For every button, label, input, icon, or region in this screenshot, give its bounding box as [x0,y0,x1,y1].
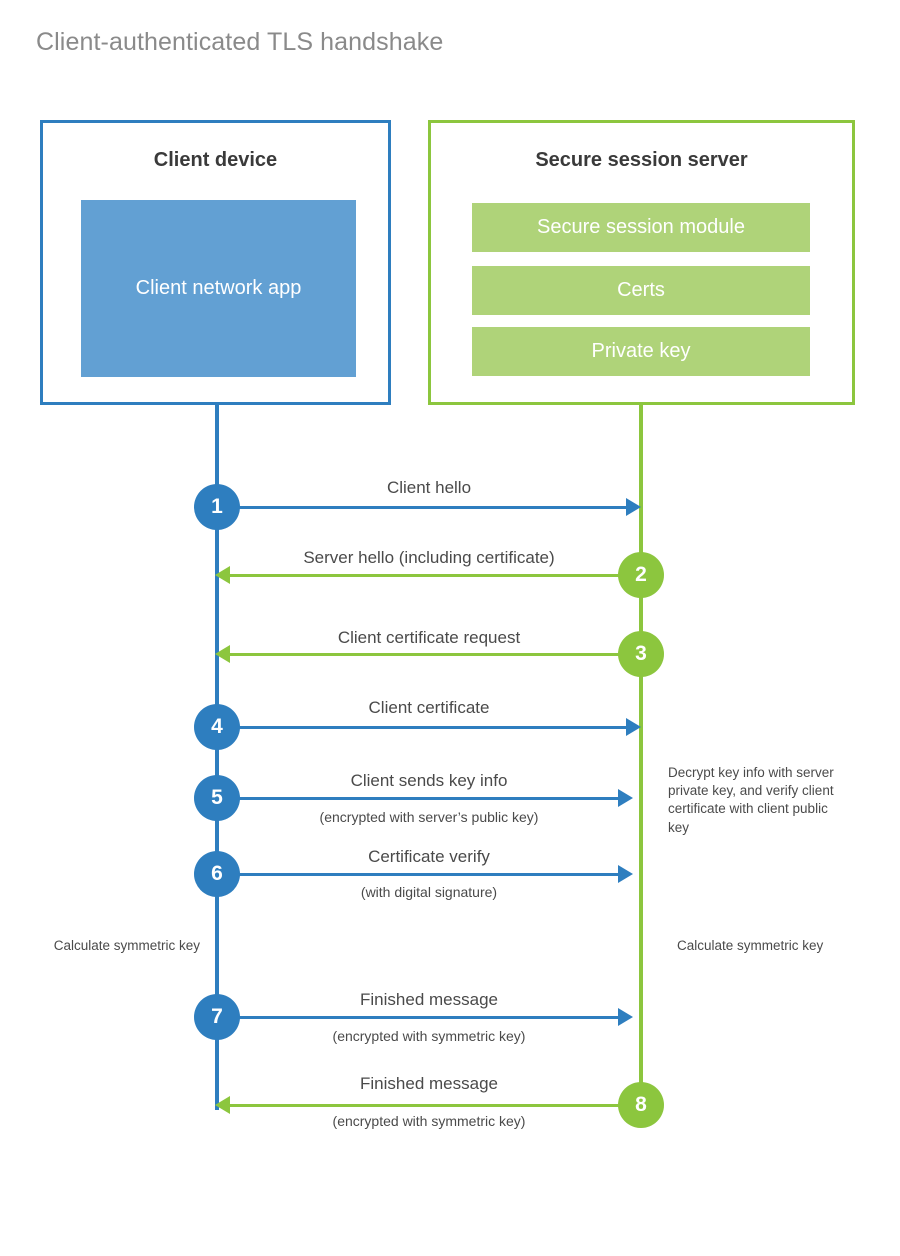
arrow-left-icon [215,566,230,584]
page-title: Client-authenticated TLS handshake [36,28,444,56]
server-component-certs: Certs [472,266,810,315]
annotation-server-decrypt: Decrypt key info with server private key… [668,765,834,835]
arrow-right-icon [618,789,633,807]
message-5-sublabel: (encrypted with server’s public key) [319,809,539,825]
arrow-right-icon [626,718,641,736]
message-8-label: Finished message [360,1074,498,1093]
message-3-arrow-line [230,653,641,656]
message-2-label: Server hello (including certificate) [303,548,555,567]
step-badge-1[interactable]: 1 [194,484,240,530]
arrow-left-icon [215,1096,230,1114]
client-device-box: Client device Client network app [40,120,391,405]
arrow-left-icon [215,645,230,663]
arrow-right-icon [618,865,633,883]
step-badge-4[interactable]: 4 [194,704,240,750]
step-badge-3[interactable]: 3 [618,631,664,677]
secure-session-server-box: Secure session server Secure session mod… [428,120,855,405]
message-5-label: Client sends key info [350,771,508,790]
message-5-arrow-line [217,797,618,800]
message-2-arrow-line [230,574,641,577]
message-4-label: Client certificate [368,698,490,717]
client-network-app-block: Client network app [81,200,356,377]
message-7-label: Finished message [360,990,498,1009]
server-lifeline [639,405,643,1107]
client-lifeline [215,405,219,1110]
arrow-right-icon [618,1008,633,1026]
message-7-sublabel: (encrypted with symmetric key) [332,1028,526,1044]
client-device-title: Client device [153,149,278,171]
secure-session-server-title: Secure session server [535,149,748,171]
step-badge-7[interactable]: 7 [194,994,240,1040]
step-badge-2[interactable]: 2 [618,552,664,598]
step-badge-8[interactable]: 8 [618,1082,664,1128]
annotation-client-calculate-symmetric-key: Calculate symmetric key [53,938,200,953]
annotation-server-calculate-symmetric-key: Calculate symmetric key [677,938,824,953]
server-component-private-key: Private key [472,327,810,376]
step-badge-5[interactable]: 5 [194,775,240,821]
server-component-secure-session-module: Secure session module [472,203,810,252]
message-1-arrow-line [217,506,626,509]
message-6-label: Certificate verify [368,847,490,866]
message-4-arrow-line [217,726,626,729]
message-8-arrow-line [230,1104,641,1107]
message-6-sublabel: (with digital signature) [360,884,498,900]
message-1-label: Client hello [386,478,472,497]
message-3-label: Client certificate request [337,628,521,647]
arrow-right-icon [626,498,641,516]
message-7-arrow-line [217,1016,618,1019]
message-8-sublabel: (encrypted with symmetric key) [332,1113,526,1129]
step-badge-6[interactable]: 6 [194,851,240,897]
message-6-arrow-line [217,873,618,876]
